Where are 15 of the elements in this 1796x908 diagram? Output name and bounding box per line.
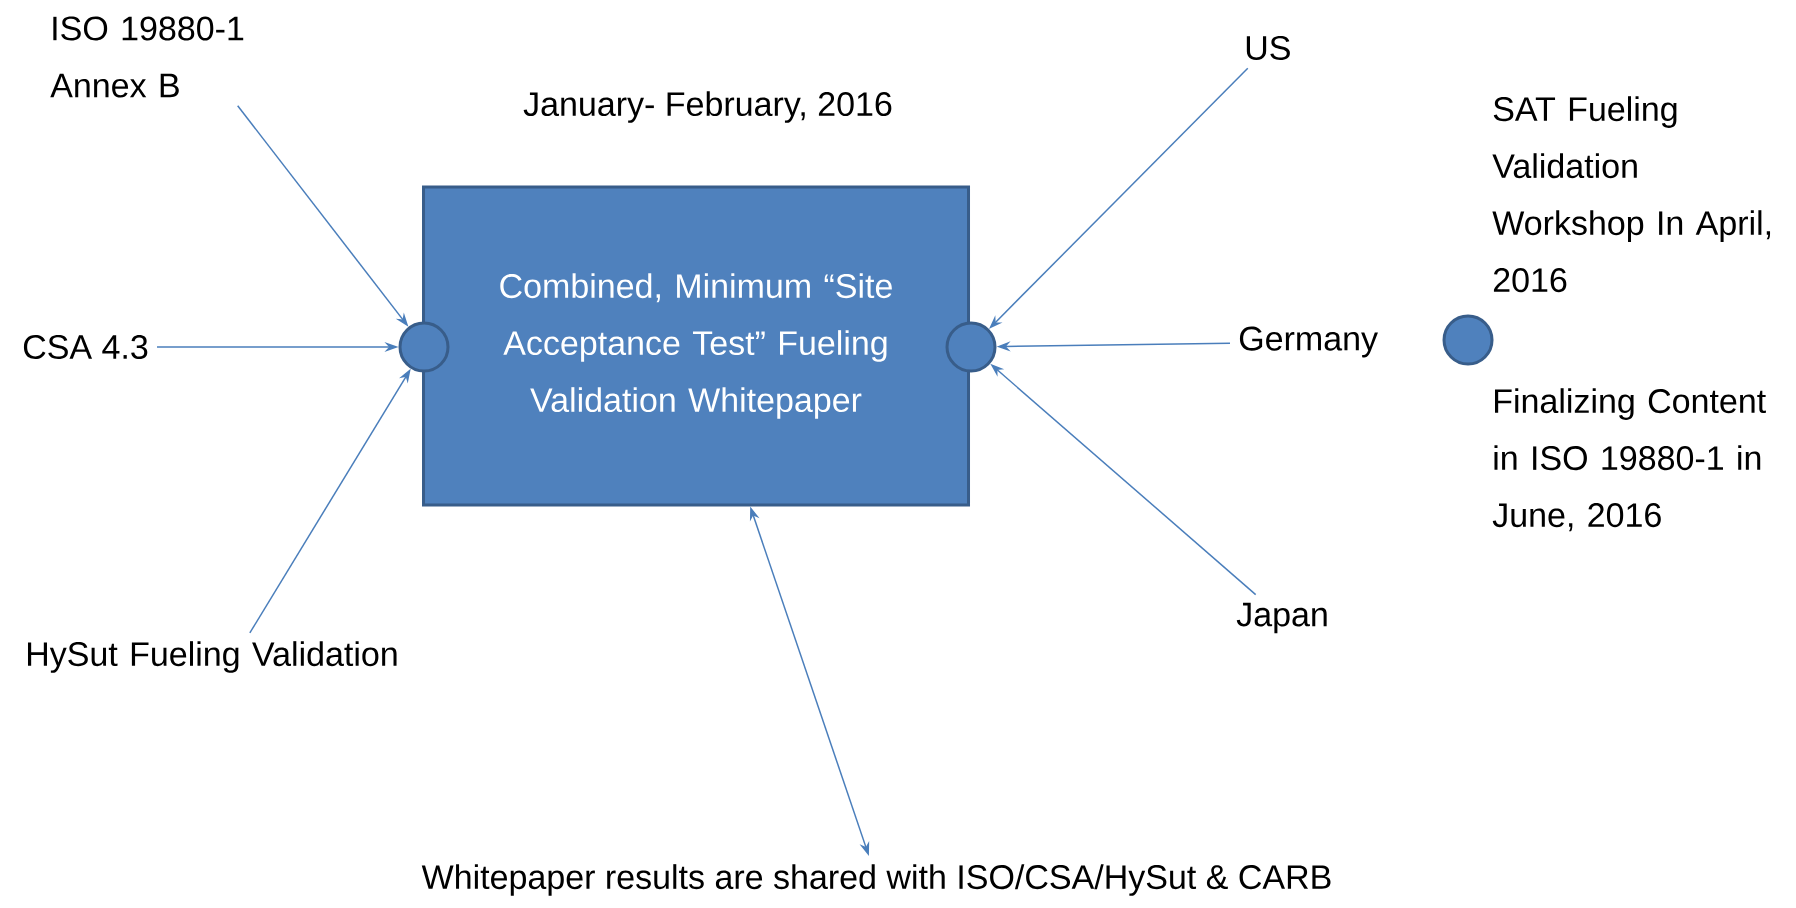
text-label: Whitepaper results are shared with ISO/CSA/HySut & CARB (421, 864, 1331, 896)
date-label: January- February, 2016 (523, 91, 892, 123)
text-label: HySut Fueling Validation (28, 641, 397, 673)
arrow (989, 67, 1249, 329)
annotation-text: Finalizing Content in ISO 19880-1 in June, 2016 (1492, 388, 1766, 532)
text-label: US (1246, 35, 1290, 61)
text-label: CSA 4.3 (23, 334, 148, 360)
annotation-text: SAT Fueling Validation Workshop In April, 2016 (1492, 96, 1771, 293)
text-label: Germany (1239, 326, 1378, 358)
process-box: Combined, Minimum “Site Acceptance Test” Fueling Validation Whitepaper (422, 185, 970, 507)
circle-marker (1442, 314, 1494, 366)
text-label: ISO 19880-1 Annex B (50, 16, 244, 98)
circle-marker (398, 321, 450, 373)
text-label: Japan (1236, 602, 1327, 634)
circle-marker (945, 321, 997, 373)
